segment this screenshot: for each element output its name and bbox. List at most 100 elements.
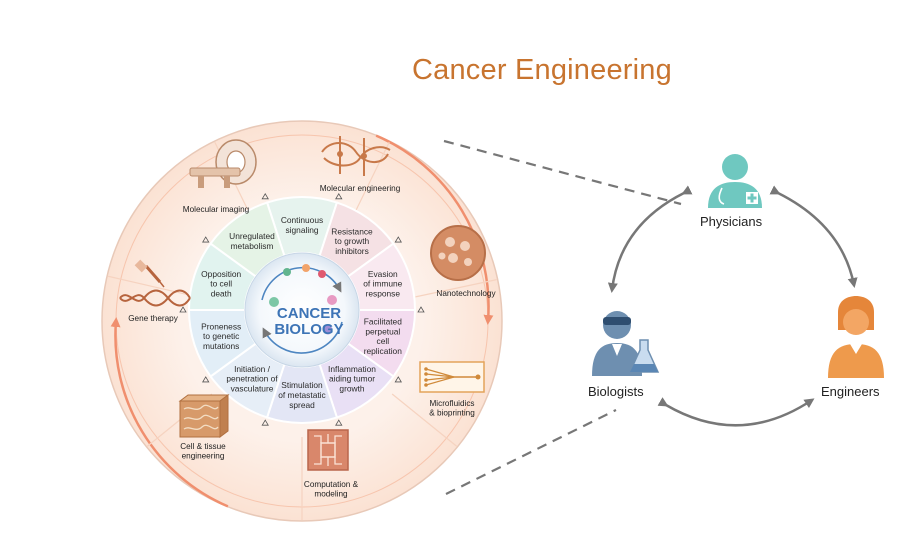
hallmark-marker-icon [335,193,343,200]
approach-labels: Molecular engineeringNanotechnologyMicro… [128,184,496,499]
hallmark-7-line-2: penetration of [226,374,278,384]
center-title-line2: BIOLOGY [274,321,343,338]
cancer-biology-center [244,252,360,368]
approach-2-line-1: Nanotechnology [436,289,496,298]
approach-3-line-2: & bioprinting [429,409,475,418]
hallmark-5-line-3: growth [339,384,364,394]
hallmark-9-line-2: to cell [210,279,232,289]
connector-bottom-dashed [445,409,617,495]
hallmark-marker-icon [394,376,402,383]
approach-5-line-2: engineering [182,452,225,461]
approach-5-line-1: Cell & tissue [180,442,226,451]
approach-6-line-1: Gene therapy [128,314,179,323]
approach-7-line-1: Molecular imaging [183,205,250,214]
approach-label-3: Microfluidics& bioprinting [429,399,475,418]
hallmark-8-line-2: to genetic [203,331,239,341]
connector-top-dashed [443,139,682,206]
center-cell-icon [327,295,337,305]
circuit-chip-icon [307,429,349,471]
nanoparticle-icon [430,225,486,281]
molecular-engineering-icon [321,136,391,176]
hallmark-10-line-1: Unregulated [229,231,275,241]
hallmark-9-line-1: Opposition [201,269,241,279]
mri-scanner-icon [189,139,257,188]
hallmark-marker-icon [202,236,210,243]
hallmark-3-line-3: response [366,289,401,299]
arrow-physicians-engineers [769,185,858,288]
outer-ring-arrow-right [375,134,494,325]
hallmark-6-line-2: of metastatic [278,390,325,400]
engineers-label: Engineers [821,384,880,399]
arrow-biologists-engineers [657,397,815,427]
hallmark-9-line-3: death [211,289,232,299]
hallmark-marker-icon [417,306,425,313]
approach-label-4: Computation &modeling [304,480,359,499]
dna-syringe-icon [119,259,191,307]
hallmark-7-line-3: vasculature [231,384,274,394]
hallmark-marker-icon [394,236,402,243]
approaches-layer: Molecular engineeringNanotechnologyMicro… [119,136,496,499]
hallmark-5-line-2: aiding tumor [329,374,375,384]
approach-label-1: Molecular engineering [320,184,401,193]
approach-3-line-1: Microfluidics [429,399,474,408]
hallmark-marker-icon [335,419,343,426]
biologists-label: Biologists [588,384,644,399]
hallmark-1-line-1: Continuous [281,215,323,225]
hallmark-3-line-1: Evasion [368,269,398,279]
hallmark-4-line-2: perpetual [365,326,400,336]
center-title-line1: CANCER [277,305,341,322]
hallmark-4-line-3: cell [377,336,390,346]
hallmark-2-line-2: to growth [335,236,370,246]
approach-4-line-1: Computation & [304,480,359,489]
hallmark-4-line-4: replication [364,346,403,356]
hallmark-6-line-3: spread [289,400,315,410]
hallmark-8-line-1: Proneness [201,321,241,331]
outer-ring-arrow-left [110,317,229,508]
hallmark-8-line-3: mutations [203,341,239,351]
hallmark-2-line-3: inhibitors [335,246,369,256]
tissue-scaffold-icon [178,394,230,438]
hallmark-2-line-1: Resistance [331,226,373,236]
arrow-physicians-biologists [607,185,693,293]
engineer-icon [828,296,884,378]
approach-divider-4 [391,393,458,447]
center-tissue-icon [283,268,291,276]
hallmark-5-line-1: Inflammation [328,364,376,374]
approach-4-line-2: modeling [314,490,348,499]
center-virus-icon [323,325,333,335]
hallmark-marker-icon [202,376,210,383]
center-protein-icon [302,264,310,272]
physician-icon [708,154,762,208]
hallmark-6-line-1: Stimulation [281,380,323,390]
center-dna-icon [269,297,279,307]
hallmark-7-line-1: Initiation / [234,364,271,374]
biologist-icon [592,311,660,376]
approach-label-6: Gene therapy [128,314,179,323]
approach-divider-2 [352,141,390,218]
physicians-label: Physicians [700,214,763,229]
approach-divider-3 [415,279,497,298]
hallmark-3-line-2: of immune [363,279,402,289]
hallmark-marker-icon [179,306,187,313]
hallmark-10-line-2: metabolism [231,241,274,251]
hallmark-4-line-1: Facilitated [364,316,403,326]
hallmark-marker-icon [261,419,269,426]
microfluidic-chip-icon [419,361,485,393]
hallmark-1-line-2: signaling [285,225,318,235]
approach-label-7: Molecular imaging [183,205,250,214]
center-immune-icon [318,270,326,278]
